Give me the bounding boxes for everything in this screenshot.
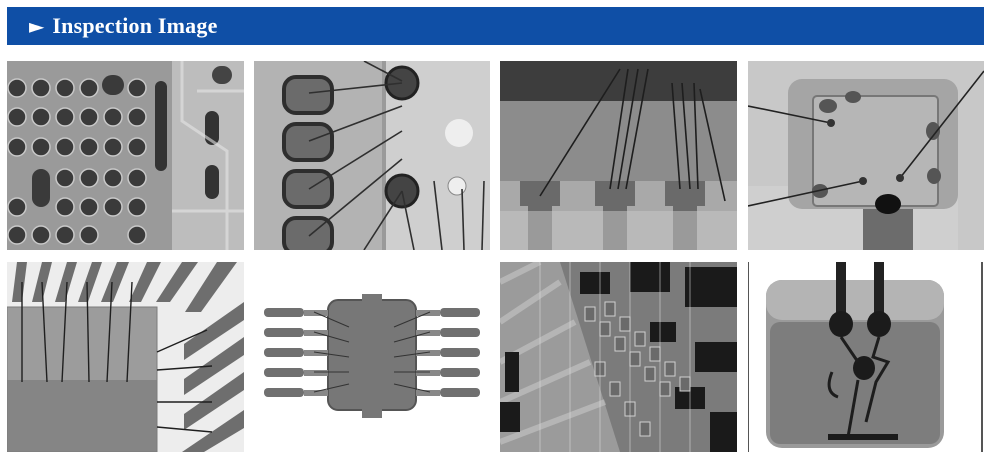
- inspection-image-ct-3d-board: [500, 262, 737, 452]
- section-title: Inspection Image: [52, 13, 218, 38]
- inspection-image-bga-solder-balls: [7, 61, 244, 250]
- section-header: ► Inspection Image: [7, 7, 984, 45]
- inspection-image-sop-package: [254, 262, 490, 452]
- inspection-image-die-edge-bonds: [7, 262, 244, 452]
- inspection-image-wire-bond-pads: [254, 61, 490, 250]
- inspection-image-lead-frame-wires: [500, 61, 737, 250]
- inspection-image-component-internal: [748, 262, 984, 452]
- inspection-image-die-attach: [748, 61, 984, 250]
- play-triangle-icon: ►: [29, 14, 45, 38]
